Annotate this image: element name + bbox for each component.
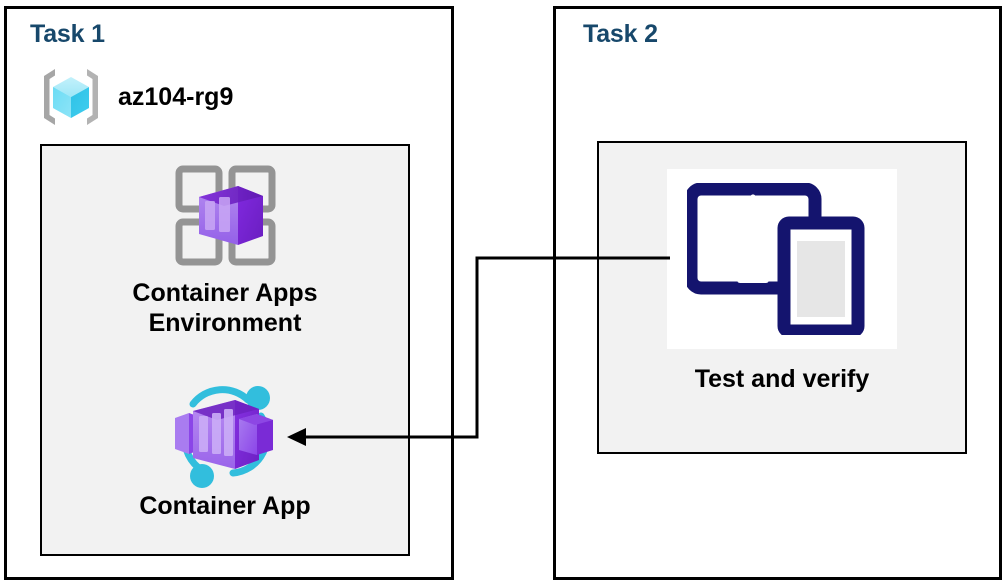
task1-title: Task 1 <box>30 20 105 48</box>
node-container-app: Container App <box>60 378 390 522</box>
resource-group-header: az104-rg9 <box>36 62 233 132</box>
resource-group-label: az104-rg9 <box>118 82 234 111</box>
task2-title: Task 2 <box>583 20 658 48</box>
test-and-verify-devices-icon <box>687 183 865 335</box>
container-apps-environment-label: Container Apps Environment <box>132 279 318 337</box>
container-app-label: Container App <box>139 492 311 520</box>
node-container-apps-environment: Container Apps Environment <box>60 158 390 338</box>
test-icon-frame <box>667 169 897 349</box>
container-apps-environment-icon <box>175 165 275 266</box>
container-app-icon <box>174 386 273 488</box>
resource-group-icon <box>44 69 98 125</box>
node-test-and-verify: Test and verify <box>620 169 944 395</box>
test-and-verify-label: Test and verify <box>694 365 870 393</box>
